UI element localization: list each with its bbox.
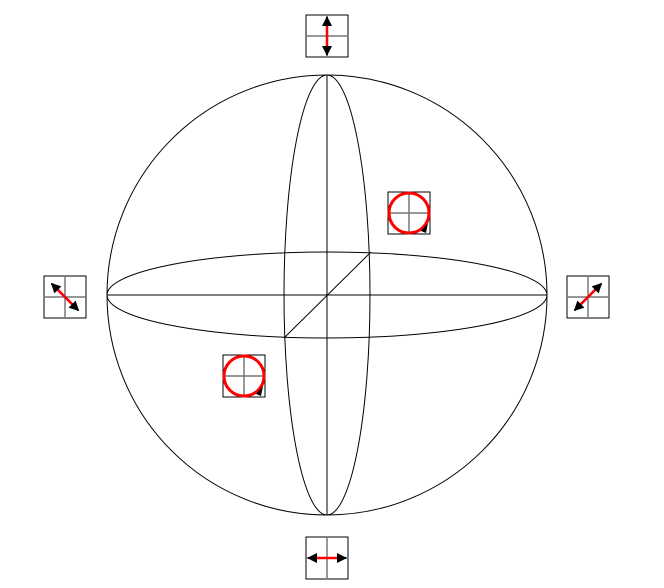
vertical-polarization-icon — [305, 14, 349, 58]
sphere — [106, 74, 548, 516]
circular-path — [387, 191, 431, 235]
diagonal-minus45-polarization-icon — [43, 275, 87, 319]
circular-path — [222, 354, 266, 398]
horizontal-polarization-icon — [305, 536, 349, 580]
circular-polarization-lower-icon — [222, 354, 266, 398]
circular-polarization-upper-icon — [387, 191, 431, 235]
rotation-arrowhead — [421, 223, 428, 233]
diagonal-axis — [283, 251, 372, 339]
diagonal-plus45-polarization-icon — [566, 275, 610, 319]
rotation-arrowhead — [256, 386, 263, 396]
polarization-segment — [57, 289, 73, 305]
polarization-segment — [580, 289, 596, 305]
